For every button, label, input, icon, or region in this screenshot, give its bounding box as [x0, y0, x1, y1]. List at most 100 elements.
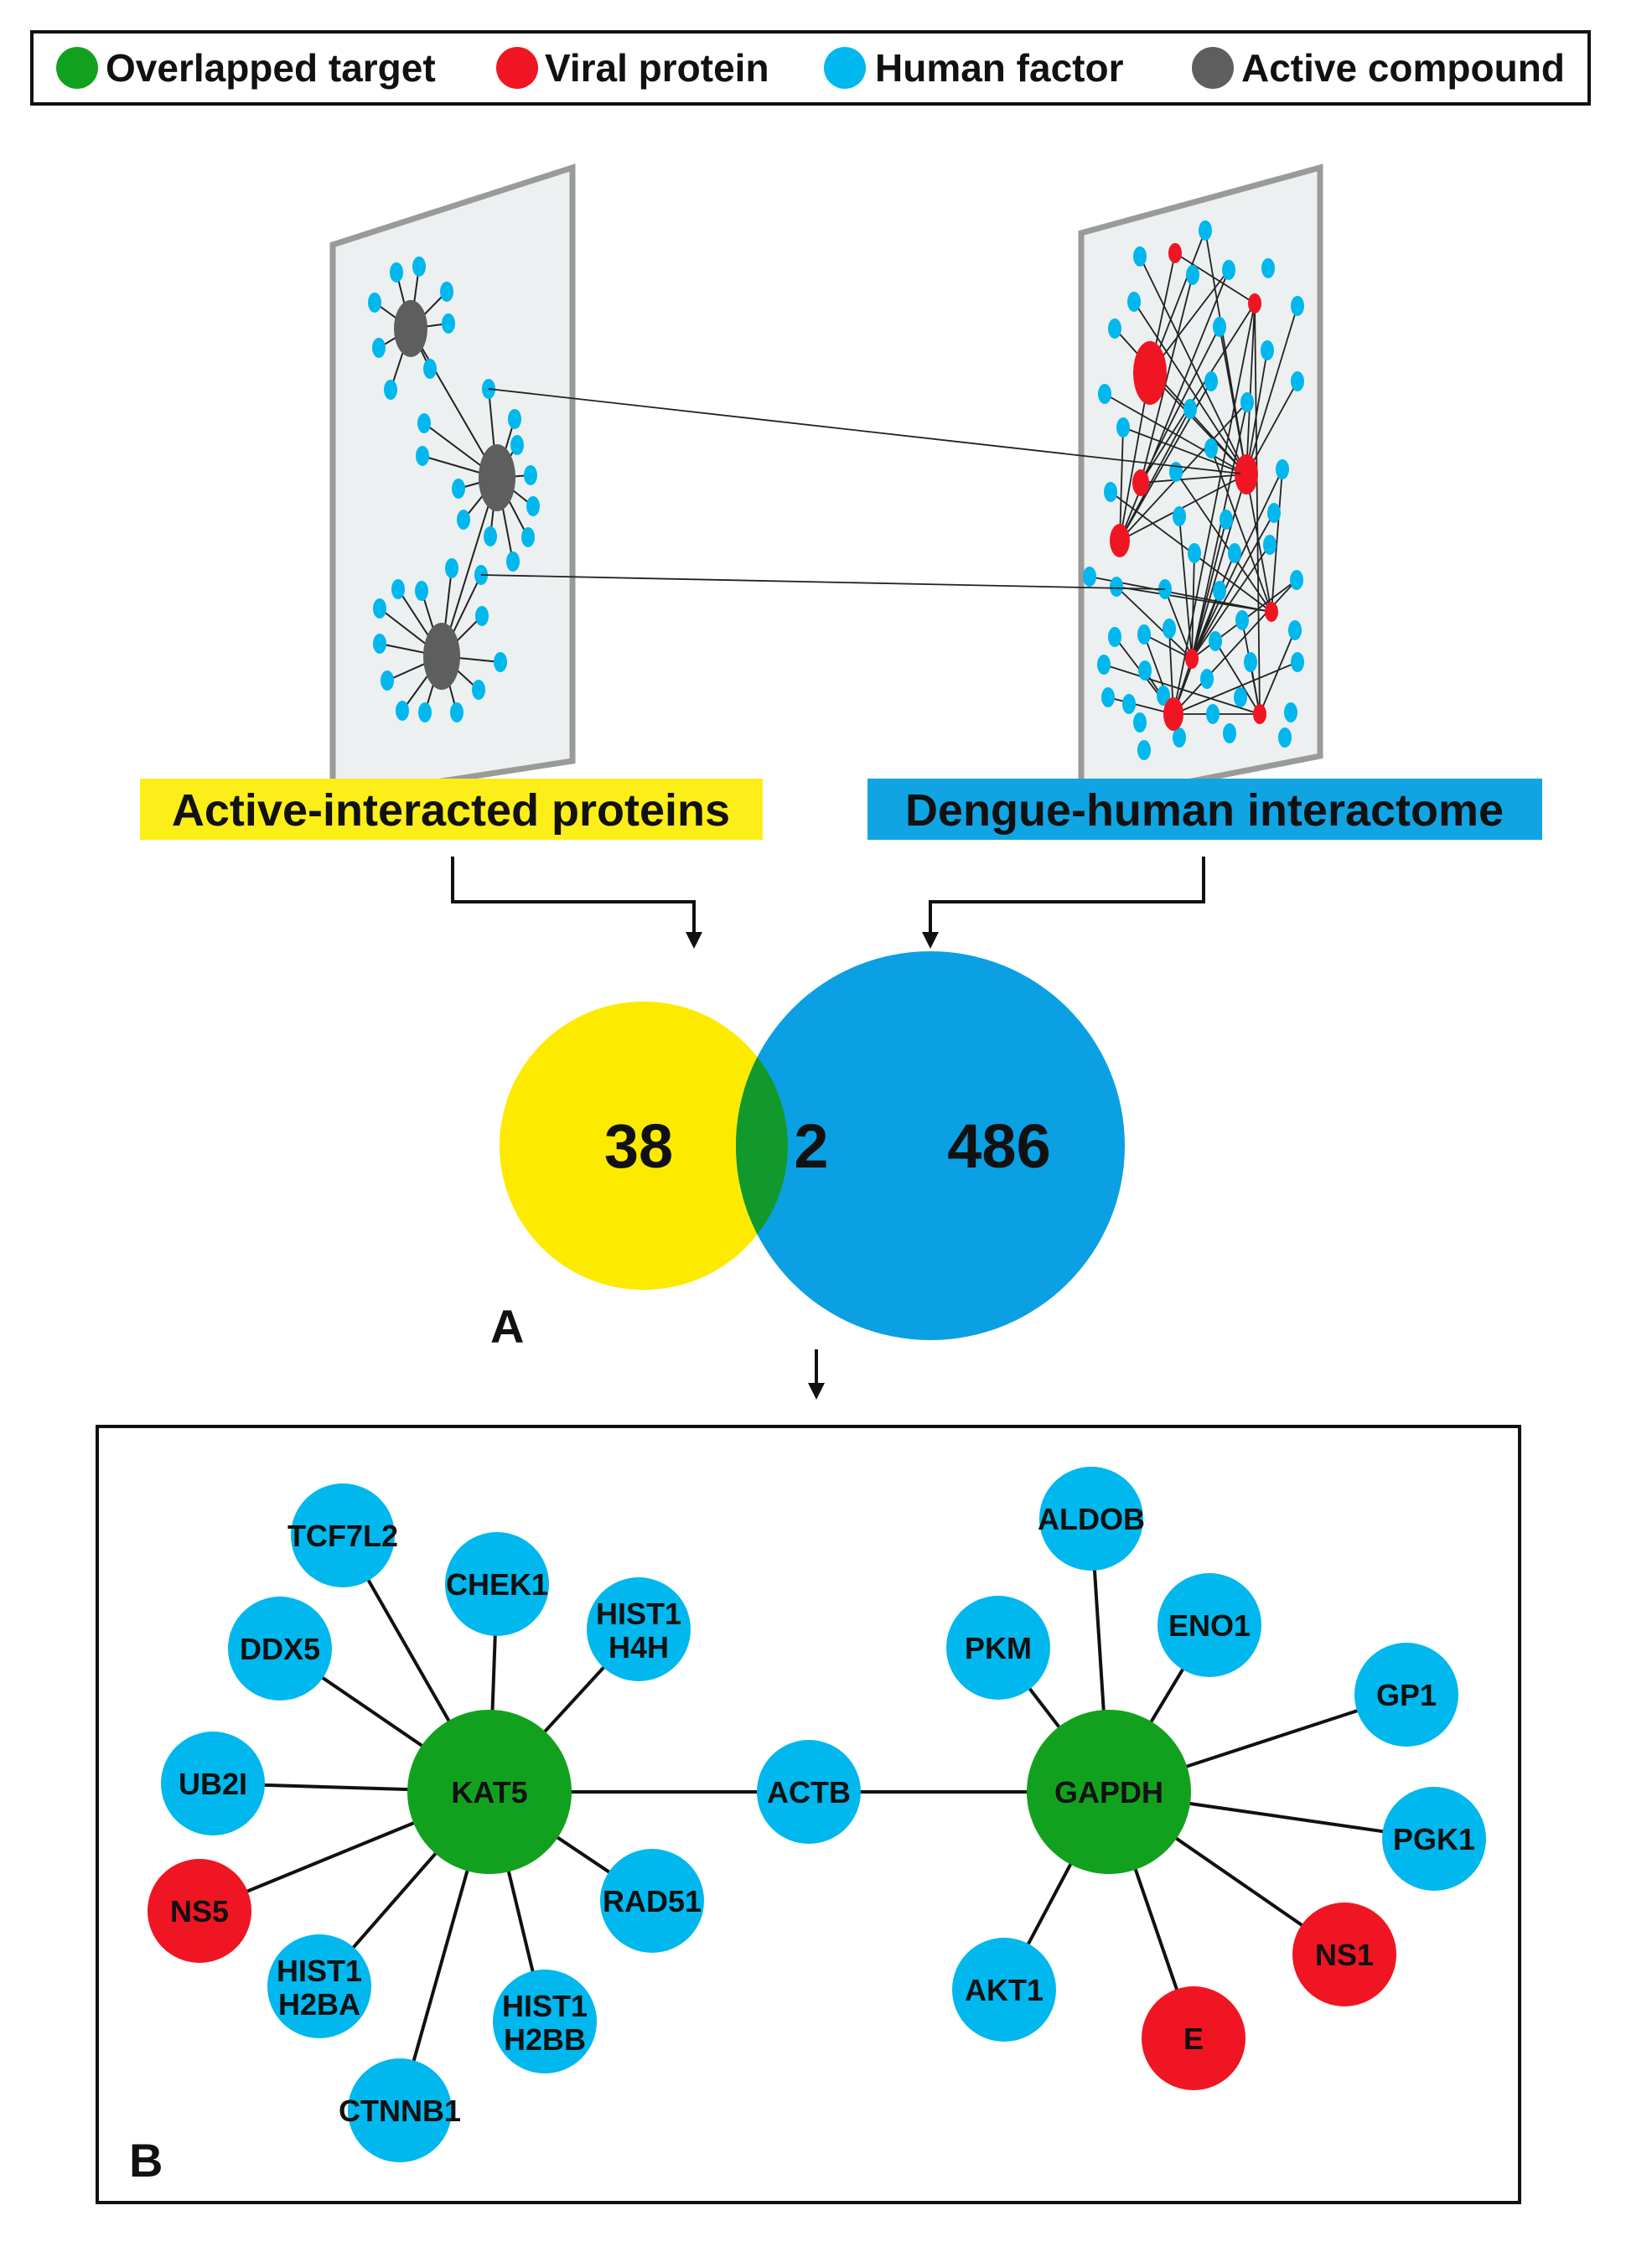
right-pane-human-node [1173, 506, 1186, 526]
right-pane-edge [1191, 474, 1247, 660]
right-pane-human-node [1240, 392, 1254, 412]
right-pane-human-node [1101, 687, 1115, 707]
viral-legend-label: Viral protein [545, 46, 769, 90]
right-pane-human-node [1137, 740, 1151, 760]
right-pane-human-node [1083, 567, 1096, 587]
right-pane-human-node [1290, 570, 1303, 590]
node-ddx5-circle [228, 1597, 332, 1701]
right-pane-human-node [1173, 727, 1186, 748]
venn-left-circle [500, 1002, 788, 1290]
right-pane-human-node [1291, 371, 1304, 391]
right-pane-edge [1245, 305, 1298, 475]
node-akt1-circle [952, 1938, 1056, 2042]
left-pane-edge [441, 477, 498, 657]
node-actb-label: ACTB [767, 1775, 851, 1809]
left-pane-compound-node [394, 300, 427, 357]
right-pane-edge [1107, 696, 1174, 715]
node-hist1h2bb-label: HIST1 [502, 1989, 588, 2023]
node-ddx5: DDX5 [228, 1597, 332, 1701]
node-gapdh-label: GAPDH [1054, 1775, 1163, 1809]
node-aldob-label: ALDOB [1038, 1502, 1145, 1536]
node-hist1h2ba-label: HIST1 [277, 1954, 362, 1988]
node-akt1: AKT1 [952, 1938, 1056, 2042]
node-e: E [1142, 1986, 1245, 2090]
node-ns1: NS1 [1292, 1903, 1396, 2006]
left-pane-human-node [416, 446, 429, 466]
right-pane-network [1083, 220, 1304, 760]
right-pane-viral-node [1185, 649, 1199, 669]
right-pane-edge [1139, 256, 1247, 475]
left-pane-human-node [381, 670, 394, 691]
right-pane-human-node [1138, 660, 1152, 681]
right-pane-human-node [1244, 652, 1257, 672]
right-pane-edge [1191, 552, 1195, 660]
node-gp1: GP1 [1354, 1643, 1458, 1747]
right-pane-human-node [1108, 627, 1121, 647]
left-pane-compound-node [479, 444, 515, 511]
node-hist1h2ba-label-line2: H2BA [278, 1987, 360, 2022]
right-pane-human-node [1261, 340, 1274, 360]
left-pane-human-node [417, 413, 431, 433]
cross-pane-link-top [488, 388, 1241, 474]
right-pane-human-node [1188, 543, 1201, 563]
right-pane-viral-node [1133, 341, 1167, 405]
legend: Overlapped target Viral protein Human fa… [30, 30, 1591, 106]
right-pane-edge [1245, 349, 1268, 475]
right-pane-human-node [1169, 462, 1183, 482]
node-tcf7l2-label: TCF7L2 [287, 1519, 398, 1553]
right-pane-viral-node [1265, 602, 1278, 622]
node-hist1h2bb-label-line2: H2BB [504, 2022, 586, 2057]
node-ddx5-label: DDX5 [240, 1632, 320, 1666]
left-pane-human-node [418, 702, 432, 722]
right-pane-human-node [1213, 581, 1226, 601]
right-pane-edge [1119, 269, 1230, 541]
left-pane-human-node [396, 701, 409, 721]
node-ns5: NS5 [148, 1859, 251, 1963]
dengue-tag-background [867, 779, 1542, 840]
node-kat5-circle [407, 1710, 572, 1874]
right-pane-human-node [1261, 258, 1275, 278]
right-pane-viral-node [1132, 469, 1149, 496]
right-pane-human-node [1157, 686, 1170, 706]
left-pane-human-node [373, 634, 386, 654]
cross-pane-link-bottom [480, 574, 1166, 590]
node-aldob-circle [1039, 1467, 1143, 1571]
node-tcf7l2: TCF7L2 [287, 1483, 398, 1587]
node-gapdh-circle [1027, 1710, 1191, 1874]
node-pkm: PKM [946, 1596, 1050, 1700]
left-pane-human-node [506, 551, 520, 572]
right-pane-viral-node [1163, 697, 1183, 731]
right-pane-plane [1078, 163, 1323, 807]
right-pane-edge [1210, 448, 1272, 613]
left-pane-human-node [412, 256, 426, 277]
left-network-pane [329, 163, 576, 802]
right-pane-human-node [1206, 704, 1220, 724]
node-ns1-label: NS1 [1315, 1938, 1374, 1972]
node-gapdh: GAPDH [1027, 1710, 1191, 1874]
left-pane-human-node [423, 359, 437, 379]
right-pane-human-node [1137, 624, 1151, 645]
right-pane-edge [1114, 328, 1247, 475]
node-hist1h2bb-circle [493, 1970, 597, 2073]
right-pane-edge [1133, 301, 1247, 475]
left-pane-human-node [526, 496, 540, 516]
right-pane-edge [1173, 661, 1298, 715]
node-eno1-label: ENO1 [1168, 1608, 1251, 1643]
left-pane-human-node [390, 262, 403, 282]
right-pane-human-node [1097, 655, 1111, 675]
right-pane-edge [1271, 469, 1283, 613]
right-pane-human-node [1220, 510, 1233, 530]
venn-overlap-count: 2 [794, 1111, 828, 1181]
left-pane-human-node [368, 293, 381, 313]
right-pane-edge [1214, 640, 1261, 715]
left-pane-network [368, 256, 540, 722]
node-gp1-circle [1354, 1643, 1458, 1747]
venn-right-count: 486 [947, 1111, 1050, 1181]
right-pane-human-node [1204, 438, 1218, 458]
right-pane-human-node [1122, 694, 1136, 714]
dengue-human-interactome-label: Dengue-human interactome [905, 785, 1504, 836]
node-eno1: ENO1 [1157, 1573, 1261, 1677]
